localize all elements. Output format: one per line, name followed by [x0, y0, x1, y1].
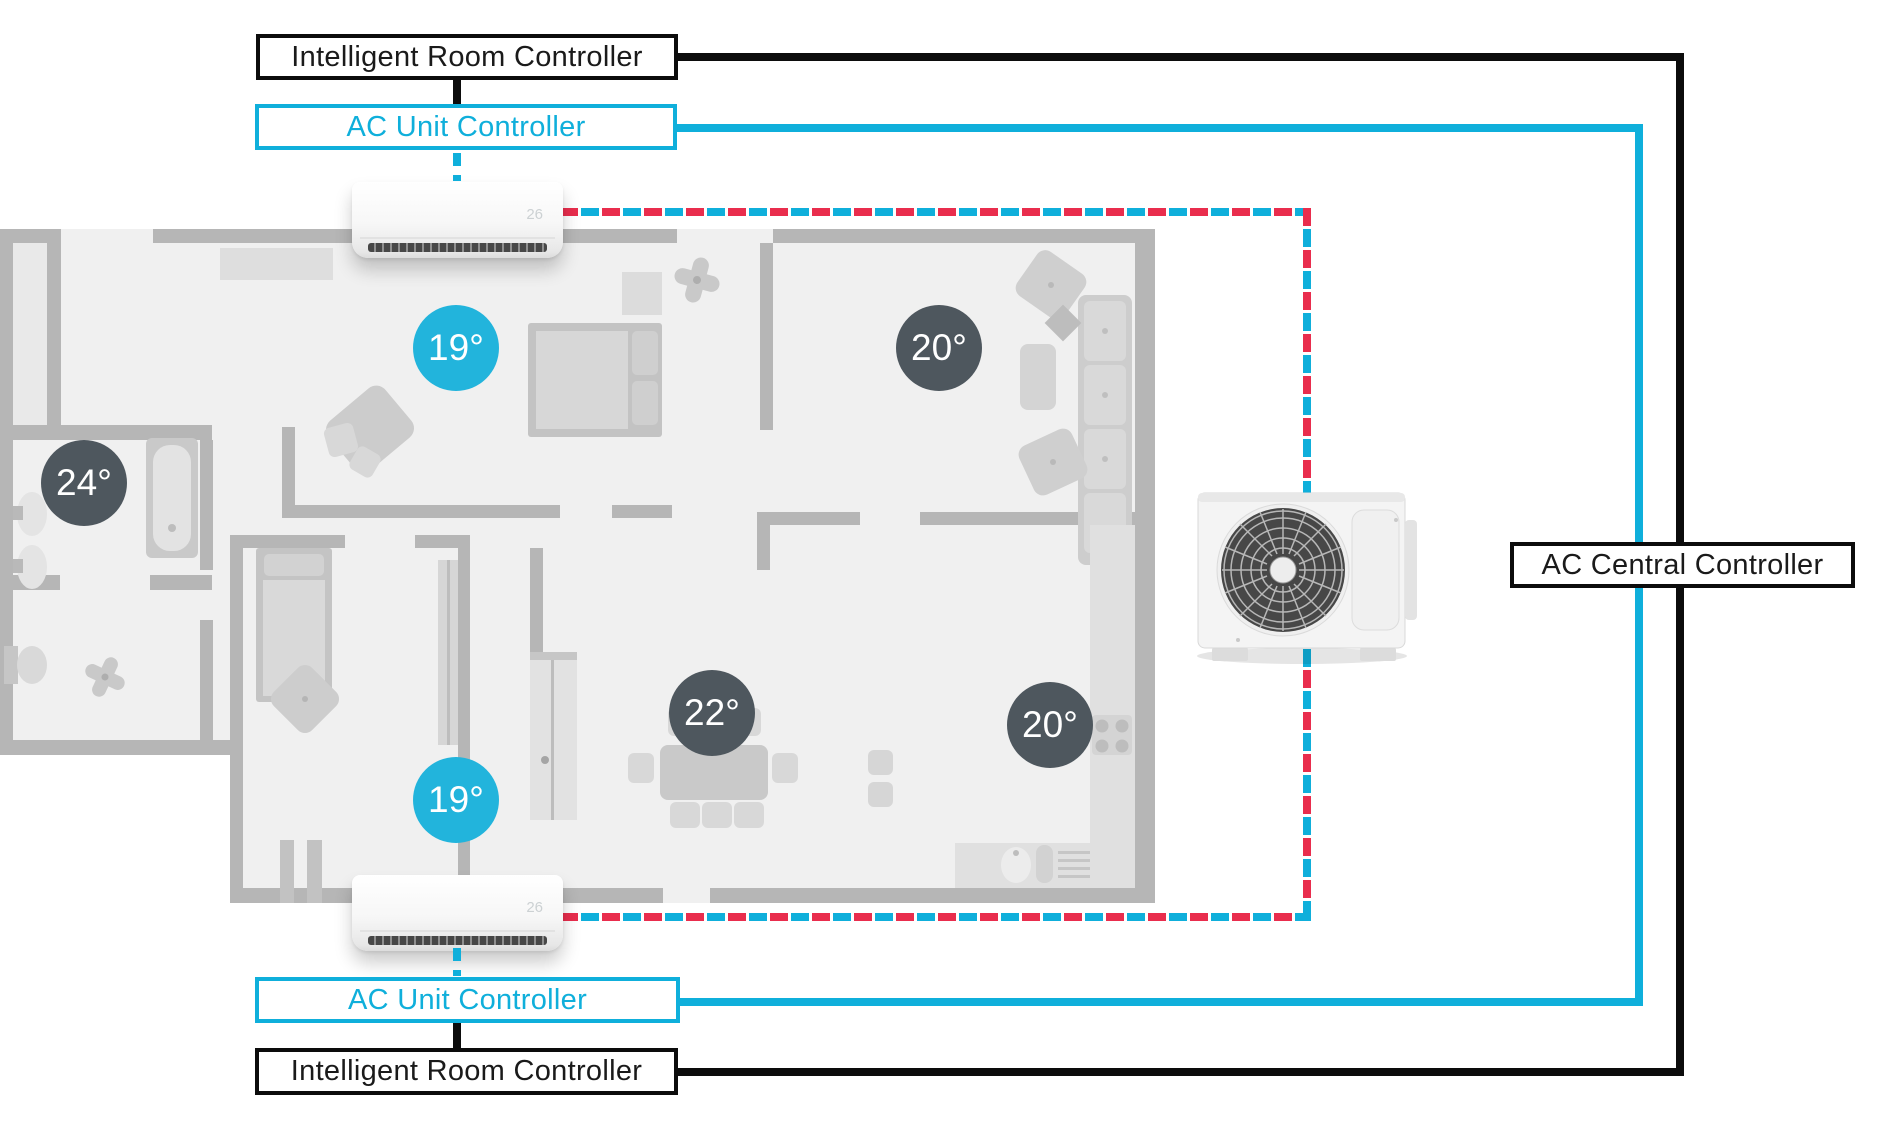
outdoor-ac-unit: [1190, 480, 1425, 670]
temp-badge-bathroom: 24°: [41, 440, 127, 526]
temp-badge-kitchen: 20°: [1007, 682, 1093, 768]
indoor-ac-unit-top: 26: [352, 182, 563, 258]
entry-strip: [13, 243, 47, 425]
intelligent-room-controller-label-bottom: Intelligent Room Controller: [255, 1048, 678, 1095]
closet-icon: [220, 248, 333, 280]
unit-link-top: [453, 153, 461, 181]
fan-icon: [1216, 503, 1350, 637]
bed-icon: [528, 323, 662, 437]
ac-central-controller-label: AC Central Controller: [1510, 542, 1855, 588]
plant-icon: [674, 257, 720, 303]
unit-temp-display: 26: [526, 899, 543, 916]
room-controller-wire-top: [678, 53, 1684, 61]
unit-vent: [368, 243, 547, 252]
armchair-icon: [270, 664, 340, 734]
unit-temp-display: 26: [526, 206, 543, 223]
indoor-ac-unit-bottom: 26: [352, 875, 563, 951]
ac-unit-controller-label-top: AC Unit Controller: [255, 104, 677, 150]
temp-badge-bedroom-top: 19°: [413, 305, 499, 391]
controller-link-top: [453, 80, 461, 104]
armchair-icon: [1018, 428, 1088, 496]
toilet-icon: [4, 646, 47, 684]
stool-icon: [868, 750, 893, 775]
ac-unit-controller-label-bottom: AC Unit Controller: [255, 977, 680, 1023]
refrigerant-pipe-bottom: [560, 913, 1311, 921]
kitchen-counter: [1090, 525, 1135, 888]
unit-controller-wire-top: [677, 124, 1643, 132]
armchair-icon: [1015, 250, 1087, 342]
unit-vent: [368, 936, 547, 945]
nightstand-icon: [622, 272, 662, 315]
sink-icon: [1001, 845, 1090, 883]
sofa-icon: [1078, 295, 1132, 565]
temp-badge-dining-room: 22°: [669, 670, 755, 756]
controller-link-bottom: [453, 1023, 461, 1048]
stove-icon: [1092, 715, 1132, 755]
stool-icon: [868, 782, 893, 807]
bathtub-icon: [146, 438, 198, 558]
intelligent-room-controller-label-top: Intelligent Room Controller: [256, 34, 678, 80]
wardrobe-icon: [530, 652, 577, 820]
refrigerant-pipe-top: [560, 208, 1311, 216]
wardrobe-icon: [438, 560, 458, 745]
plant-icon: [85, 657, 125, 697]
temp-badge-living-room: 20°: [896, 305, 982, 391]
unit-link-bottom: [453, 948, 461, 976]
temp-badge-bedroom-bottom: 19°: [413, 757, 499, 843]
unit-controller-wire-bottom: [680, 998, 1635, 1006]
sink-icon: [13, 492, 47, 589]
coffee-table-icon: [1020, 344, 1056, 410]
armchair-icon: [323, 385, 415, 478]
floor-plan: [0, 229, 1155, 915]
room-controller-wire-bottom: [678, 1068, 1676, 1076]
